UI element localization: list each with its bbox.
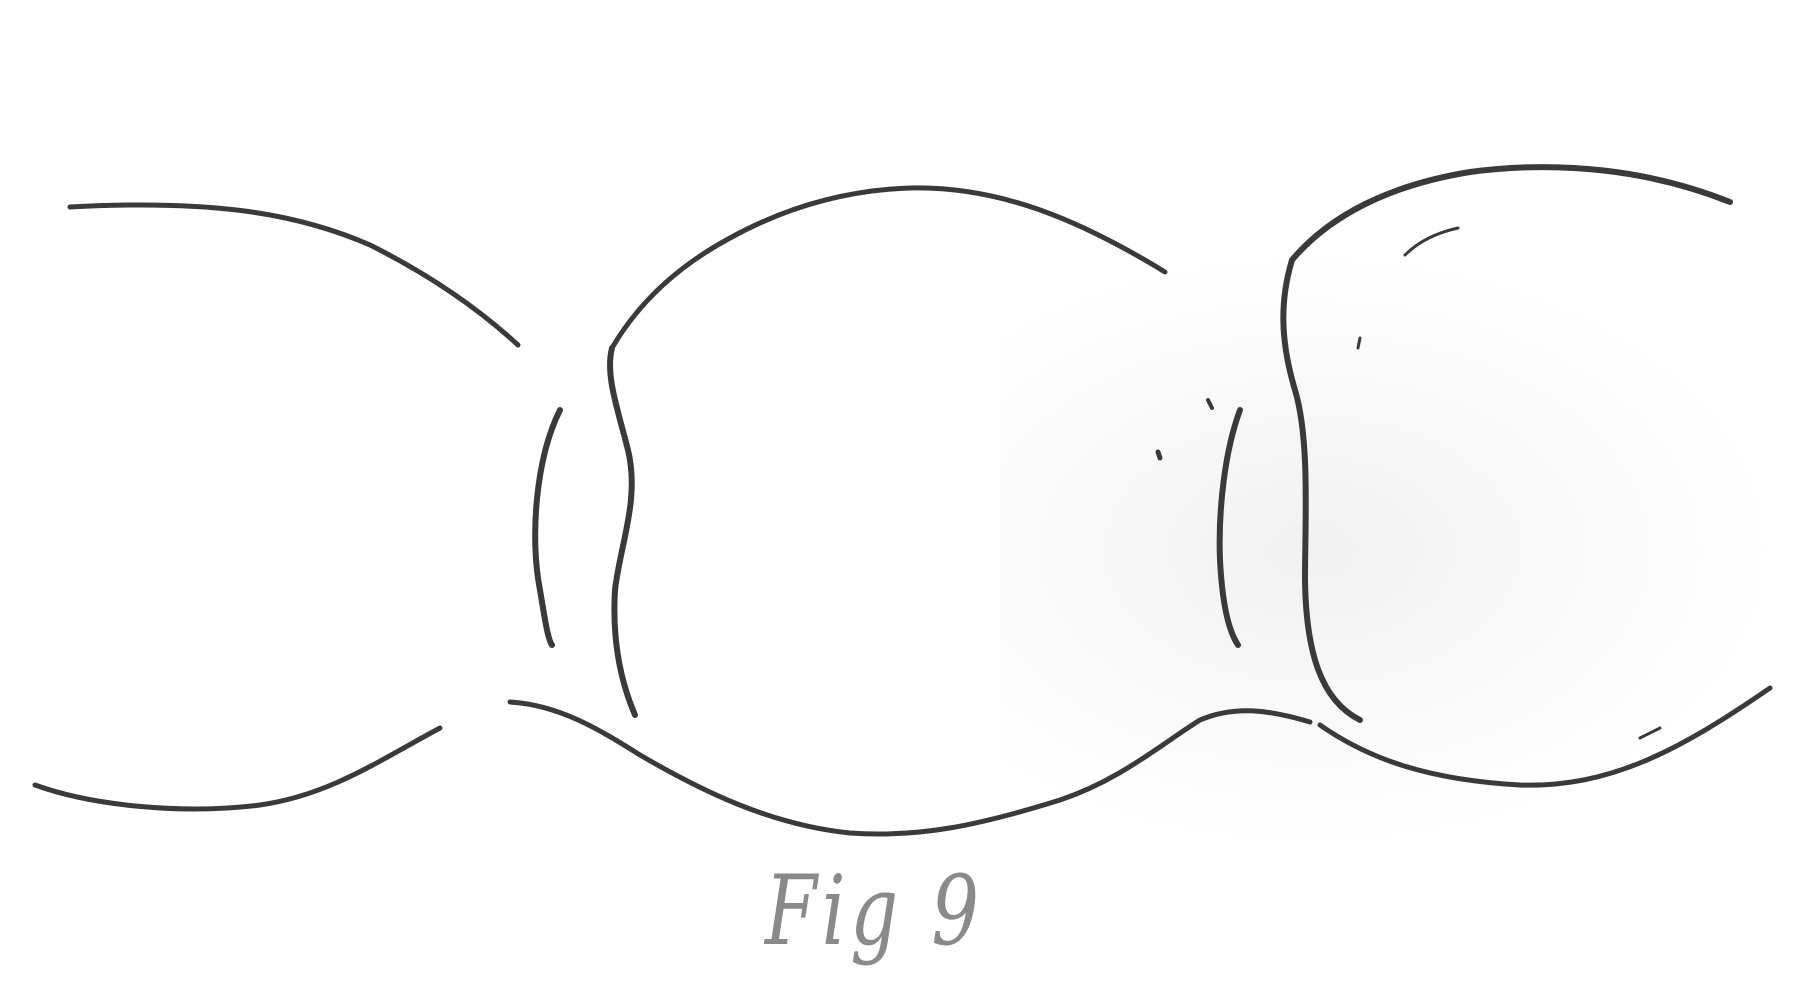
middle-cell-speck-2 (1206, 398, 1214, 410)
right-cell (1280, 164, 1773, 788)
middle-cell-septum-right (1216, 407, 1243, 648)
right-cell-top-outline (1289, 164, 1733, 263)
right-cell-bottom-outline (1317, 685, 1773, 788)
left-cell-bottom-outline (32, 725, 443, 812)
right-cell-bottom-tick (1638, 726, 1662, 740)
middle-cell (507, 185, 1313, 837)
left-cell-septum-outer (532, 407, 563, 648)
middle-cell-speck-1 (1155, 449, 1163, 461)
left-cell-top-outline (67, 202, 521, 348)
middle-cell-bottom-outline (507, 699, 1313, 837)
middle-cell-left-outline (607, 345, 638, 718)
right-cell-left-outline (1280, 257, 1363, 723)
right-cell-inner-tick (1356, 336, 1362, 350)
figure-caption: Fig 9 (765, 855, 984, 967)
middle-cell-top-outline (609, 185, 1168, 351)
right-cell-inner-mark (1403, 226, 1460, 257)
left-cell (32, 202, 563, 812)
